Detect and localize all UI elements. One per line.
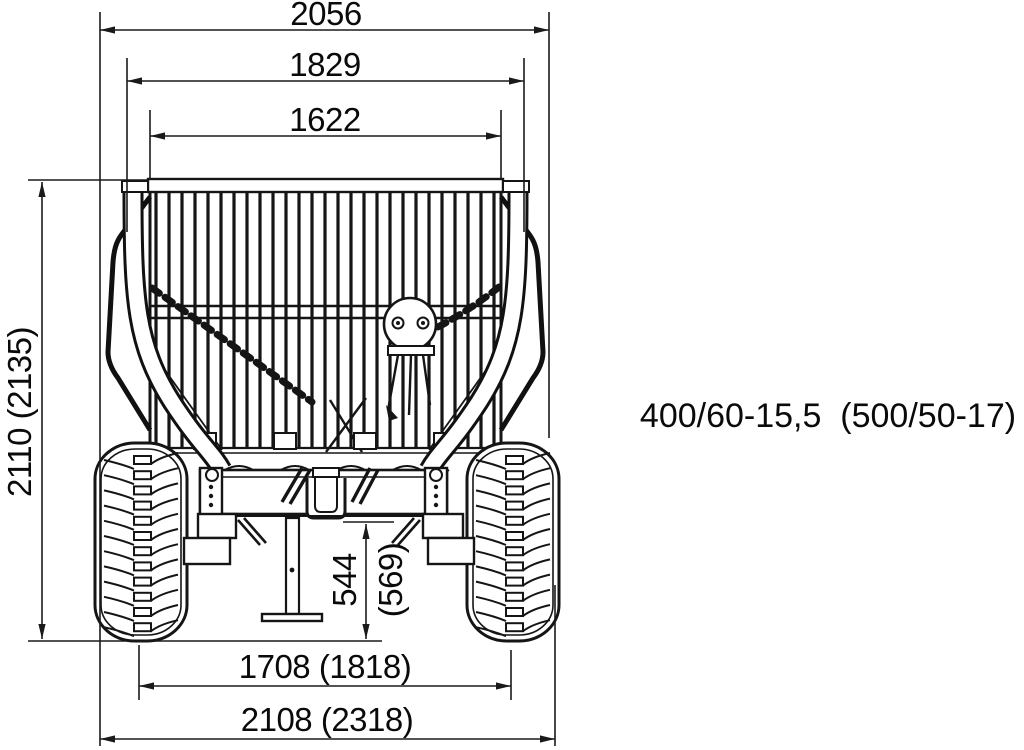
trailer-drawing [93, 177, 561, 643]
right-hub-upper [421, 512, 465, 540]
side-stake-blades [105, 195, 546, 432]
dim-width-over-tires: 2108 (2318) [241, 701, 413, 738]
left-hub-upper [196, 512, 238, 540]
side-frame-tubes [122, 191, 529, 476]
dim-height-frame: 544 [326, 553, 363, 607]
dim-width-over-stakes: 1829 [289, 46, 360, 83]
tire-size-label: 400/60-15,5 (500/50-17) [640, 397, 1016, 435]
right-tire [465, 441, 561, 643]
dim-height-overall: 2110 (2135) [1, 327, 38, 497]
left-hub-lower [182, 536, 232, 566]
cage-grille [121, 177, 530, 454]
dim-height-frame-alt: (569) [372, 543, 409, 618]
left-tire [93, 441, 189, 643]
dim-track-width: 1708 (1818) [239, 648, 411, 685]
dim-width-top-overall: 2056 [290, 0, 361, 32]
support-leg [260, 516, 324, 623]
right-hub-lower [426, 536, 476, 566]
center-reel [325, 296, 438, 453]
right-chain [424, 283, 503, 336]
dimension-lines [38, 26, 555, 743]
support-leg-foot [260, 612, 324, 623]
drawbar-clevis [305, 478, 347, 520]
dim-width-inner-cage: 1622 [289, 101, 360, 138]
left-chain [148, 284, 316, 406]
axle-frame [182, 465, 476, 623]
cage-vertical-bars [154, 193, 496, 448]
right-tire-tread [475, 452, 551, 638]
left-tire-tread [103, 452, 179, 638]
